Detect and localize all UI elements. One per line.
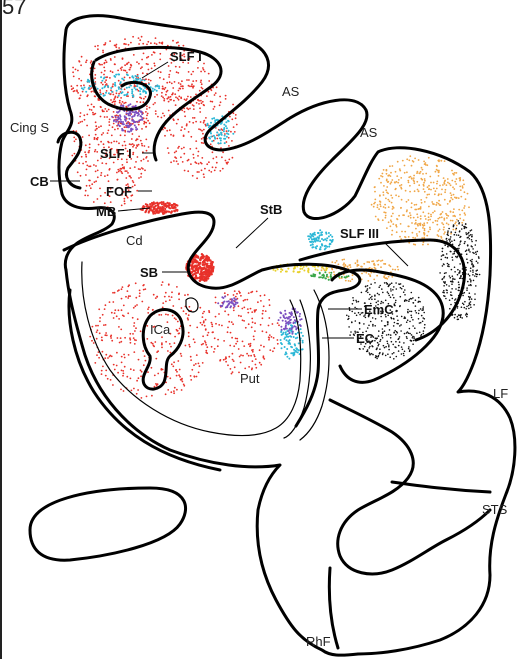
label-rhf: RhF <box>306 634 331 649</box>
cyan-dots-stb <box>307 229 334 250</box>
black-dots-insula <box>346 282 426 360</box>
purple-dots-sb <box>217 296 238 309</box>
label-as-lower: AS <box>360 125 378 140</box>
ventricle-blob <box>186 298 198 312</box>
label-sts: STS <box>482 502 508 517</box>
red-dots-putamen <box>202 290 280 374</box>
label-put: Put <box>240 371 260 386</box>
label-cing-s: Cing S <box>10 120 49 135</box>
label-stb: StB <box>260 202 282 217</box>
red-dots-striatum <box>89 281 208 399</box>
black-dots-slf3 <box>439 220 480 320</box>
insula-outline <box>332 270 443 382</box>
label-ec: EC <box>356 331 375 346</box>
ventral-gyrus-outline <box>300 240 464 340</box>
label-mb: MB <box>96 204 116 219</box>
oval-structure <box>30 488 186 560</box>
rhinal-fissure <box>329 568 338 648</box>
label-sb: SB <box>140 265 158 280</box>
superior-temporal-sulcus <box>392 482 490 492</box>
label-emc: EmC <box>364 302 394 317</box>
label-slf3: SLF III <box>340 226 379 241</box>
arrow-slf3 <box>384 242 408 266</box>
label-cb: CB <box>30 174 49 189</box>
label-lf: LF <box>493 386 508 401</box>
label-ica: ICa <box>150 322 171 337</box>
label-slf1-top: SLF I <box>170 49 202 64</box>
label-density-dots <box>71 36 481 399</box>
label-fof: FOF <box>106 184 132 199</box>
temporal-lobe-outline <box>330 400 490 574</box>
label-as-upper: AS <box>282 84 300 99</box>
caudate-outline <box>64 212 360 426</box>
panel-number: 57 <box>2 0 26 19</box>
arrow-stb <box>236 218 268 248</box>
label-cd: Cd <box>126 233 143 248</box>
label-slf1-mid: SLF I <box>100 146 132 161</box>
